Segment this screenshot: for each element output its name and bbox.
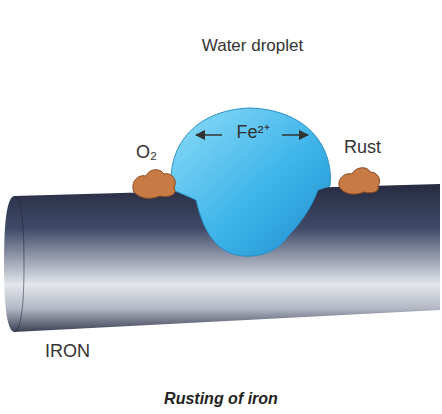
figure-caption: Rusting of iron <box>0 389 442 408</box>
droplet-heading: Water droplet <box>165 36 340 56</box>
rust-label: Rust <box>344 137 404 159</box>
oxygen-label: O₂ <box>136 142 176 164</box>
bar-end <box>14 196 24 332</box>
bar-shape <box>4 184 440 332</box>
iron-label: IRON <box>45 341 145 363</box>
ion-label: Fe²⁺ <box>223 122 283 144</box>
node-outline <box>165 30 340 265</box>
water-droplet: Water dropletFe²⁺ <box>165 30 340 265</box>
